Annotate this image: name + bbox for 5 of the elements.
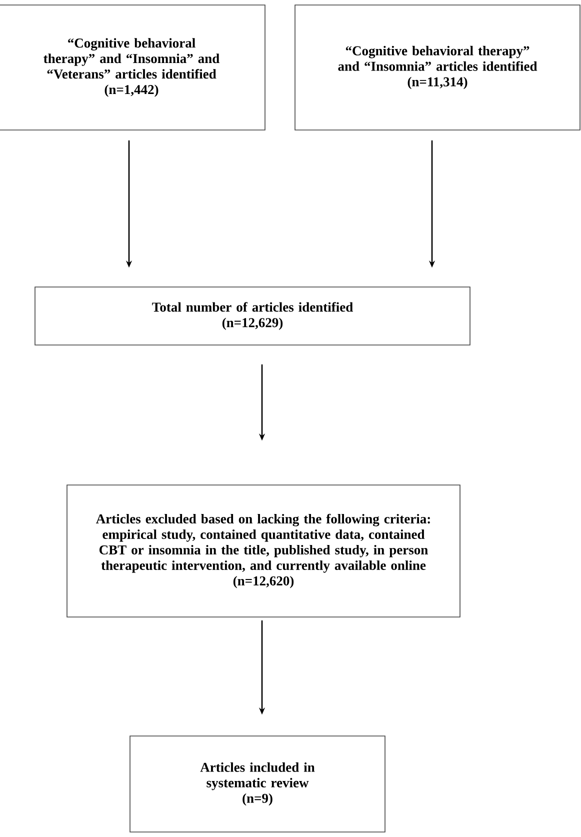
process-box: Articles excluded based on lacking the following criteria: empirical study, contained quantitative data, contained CBT or insomnia in the title, published study, in person therapeutic intervention, and currently available online (n=12,620)	[66, 484, 460, 618]
process-box: “Cognitive behavioral therapy” and “Insomnia” articles identified (n=11,314)	[294, 4, 580, 130]
process-box: “Cognitive behavioral therapy” and “Insomnia” and “Veterans” articles identified (n=1,442)	[0, 4, 266, 130]
process-box: Total number of articles identified (n=12,629)	[34, 286, 470, 346]
process-box: Articles included in systematic review (n=9)	[130, 736, 386, 832]
